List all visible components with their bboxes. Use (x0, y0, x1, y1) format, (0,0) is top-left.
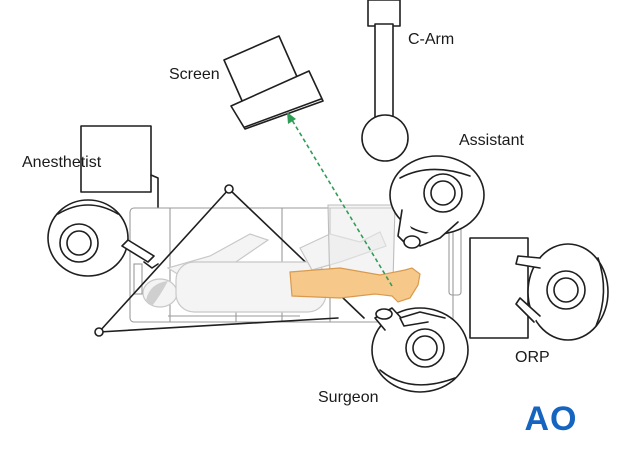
screen-monitor (223, 35, 324, 130)
orp-instrument-table (469, 237, 529, 339)
patient (142, 204, 421, 313)
assistant-person (389, 155, 485, 249)
anesthesia-machine (80, 125, 159, 263)
c-arm-label: C-Arm (408, 31, 454, 48)
ao-logo: AO (525, 400, 578, 438)
ao-logo-text: AO (525, 400, 578, 438)
anesthetist-person (47, 199, 159, 277)
orp-person (515, 243, 609, 341)
anesthetist-label: Anesthetist (22, 154, 102, 171)
c-arm (361, 0, 409, 162)
surgeon-label: Surgeon (318, 389, 379, 406)
screen-label: Screen (169, 66, 220, 83)
orp-label: ORP (515, 349, 550, 366)
assistant-label: Assistant (459, 132, 524, 149)
x-ray-beam (287, 112, 393, 287)
surgeon-person (371, 307, 469, 393)
